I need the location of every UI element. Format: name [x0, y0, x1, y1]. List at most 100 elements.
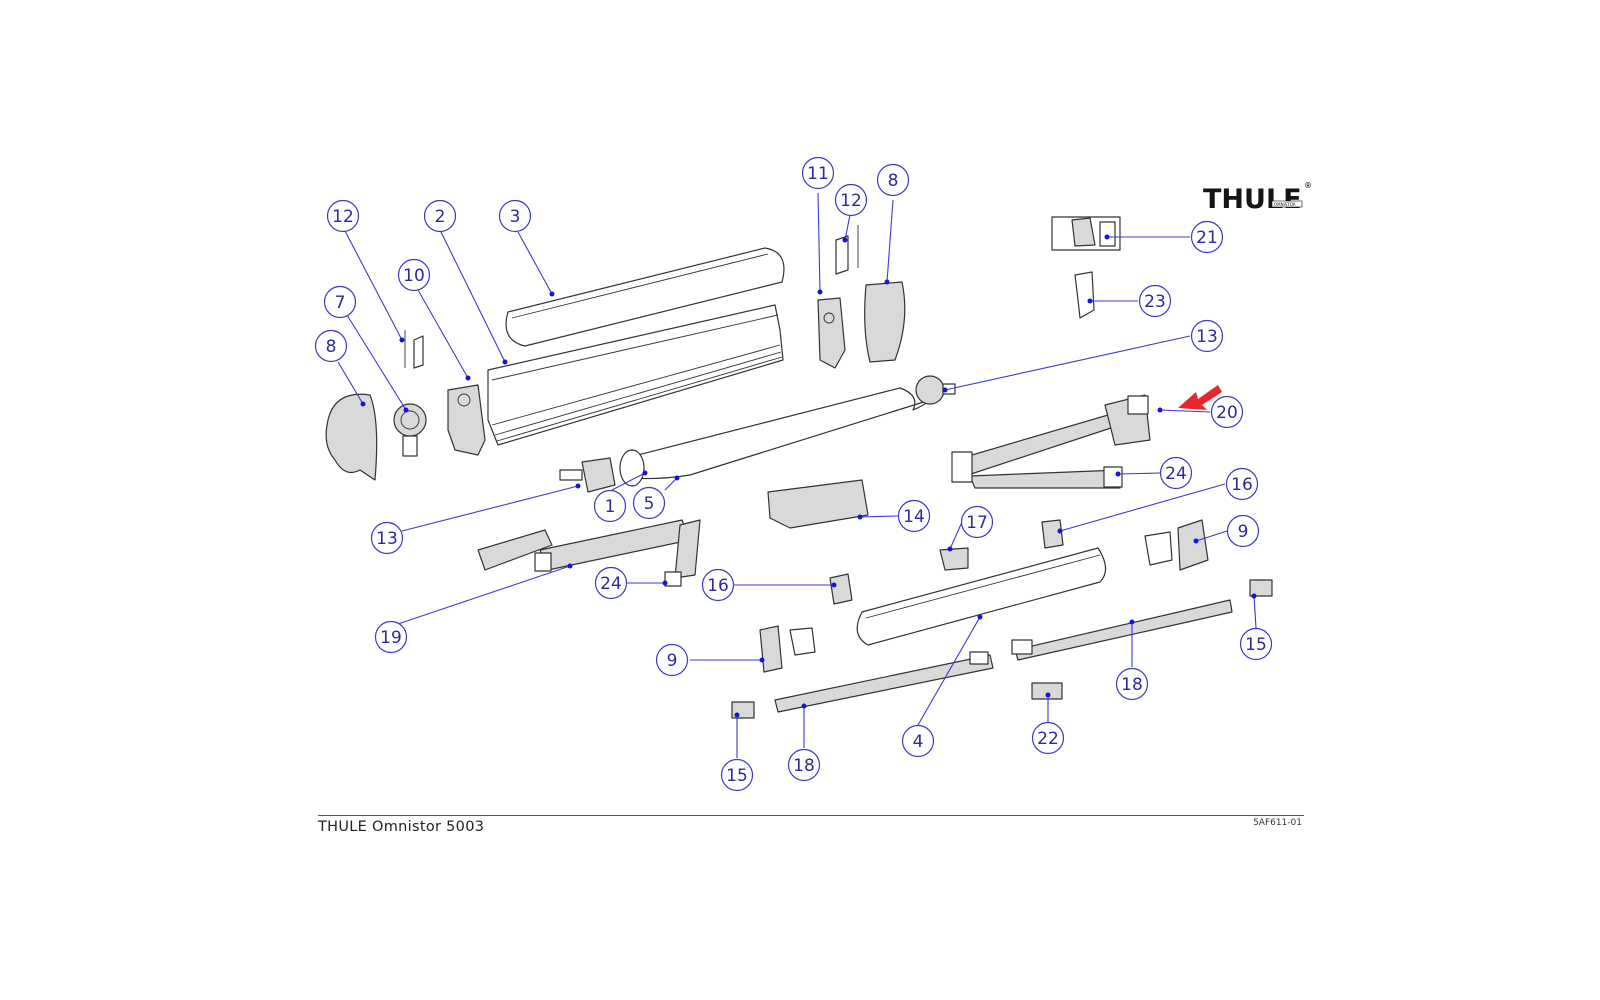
footer-divider — [318, 815, 1304, 816]
callout-24-right: 24 — [1159, 456, 1193, 490]
svg-text:12: 12 — [840, 191, 862, 211]
part-mounting-set — [1051, 216, 1121, 251]
part-cover-profile — [505, 247, 785, 347]
svg-text:8: 8 — [326, 337, 337, 357]
callout-8-right: 8 — [876, 163, 910, 197]
part-bar-end-right — [1144, 519, 1209, 571]
svg-text:9: 9 — [667, 651, 678, 671]
svg-text:9: 9 — [1238, 522, 1249, 542]
svg-text:14: 14 — [903, 507, 925, 527]
part-fabric-roller — [619, 387, 931, 487]
svg-text:15: 15 — [726, 766, 748, 786]
svg-text:16: 16 — [1231, 475, 1253, 495]
part-bar-end-left — [759, 625, 816, 673]
svg-text:18: 18 — [793, 756, 815, 776]
svg-text:7: 7 — [335, 293, 346, 313]
callout-5: 5 — [632, 486, 666, 520]
svg-text:15: 15 — [1245, 635, 1267, 655]
part-support-leg-right — [1011, 599, 1233, 661]
diagram-title: THULE Omnistor 5003 — [318, 819, 485, 835]
svg-text:24: 24 — [600, 574, 622, 594]
brand-logo: THULE ® OMNISTOR — [1203, 181, 1312, 215]
part-foot-right — [1249, 579, 1273, 597]
part-arm-left — [477, 519, 701, 587]
callout-22: 22 — [1031, 721, 1065, 755]
brand-tagline: OMNISTOR — [1274, 202, 1296, 207]
callout-15-right: 15 — [1239, 627, 1273, 661]
svg-text:3: 3 — [510, 207, 521, 227]
part-gear — [393, 403, 427, 457]
svg-text:12: 12 — [332, 207, 354, 227]
highlight-arrow — [1178, 385, 1222, 410]
callout-15-left: 15 — [720, 758, 754, 792]
part-arm-joint-left — [829, 573, 853, 605]
part-support-leg-left — [774, 651, 994, 713]
leader-lines — [337, 192, 1257, 758]
svg-text:20: 20 — [1216, 403, 1238, 423]
callout-18-left: 18 — [787, 748, 821, 782]
part-spring-left — [404, 330, 424, 369]
callout-13-right: 13 — [1190, 319, 1224, 353]
svg-text:24: 24 — [1165, 464, 1187, 484]
part-drive-right — [915, 375, 956, 405]
part-drive-left — [559, 457, 616, 493]
part-floor-bracket — [1031, 682, 1063, 700]
svg-text:1: 1 — [605, 497, 616, 517]
svg-text:13: 13 — [376, 529, 398, 549]
part-arm-joint-right — [1041, 519, 1064, 549]
svg-text:22: 22 — [1037, 729, 1059, 749]
part-front-bar — [856, 547, 1107, 646]
callout-24-left: 24 — [594, 566, 628, 600]
callout-16-left: 16 — [701, 568, 735, 602]
svg-text:10: 10 — [403, 266, 425, 286]
callout-13-left: 13 — [370, 521, 404, 555]
part-wall-bracket — [1074, 271, 1095, 319]
part-end-cap-left — [325, 393, 378, 481]
part-end-bracket-right — [817, 297, 846, 369]
callout-2: 2 — [423, 199, 457, 233]
callout-20: 20 — [1210, 395, 1244, 429]
svg-text:5: 5 — [644, 494, 655, 514]
part-arm-right — [951, 394, 1151, 489]
callout-1: 1 — [593, 489, 627, 523]
callout-3: 3 — [498, 199, 532, 233]
callout-17: 17 — [960, 505, 994, 539]
callouts: 12 2 3 10 7 8 11 12 8 21 23 13 20 24 16 … — [314, 156, 1273, 792]
callout-4: 4 — [901, 724, 935, 758]
brand-name: THULE — [1203, 184, 1302, 215]
part-end-cap-right — [864, 281, 906, 363]
callout-11: 11 — [801, 156, 835, 190]
callout-21: 21 — [1190, 220, 1224, 254]
svg-text:13: 13 — [1196, 327, 1218, 347]
part-spring-right — [835, 225, 859, 275]
part-cassette-profile — [487, 304, 784, 446]
svg-text:23: 23 — [1144, 292, 1166, 312]
part-end-bracket-left — [447, 384, 486, 456]
registered-mark: ® — [1304, 181, 1312, 190]
svg-text:17: 17 — [966, 513, 988, 533]
callout-12: 12 — [326, 199, 360, 233]
diagram-code: 5AF611-01 — [1253, 818, 1302, 828]
callout-14: 14 — [897, 499, 931, 533]
part-center-bracket — [767, 479, 869, 529]
svg-text:16: 16 — [707, 576, 729, 596]
svg-text:18: 18 — [1121, 675, 1143, 695]
svg-text:21: 21 — [1196, 228, 1218, 248]
callout-12-right: 12 — [834, 183, 868, 217]
callout-23: 23 — [1138, 284, 1172, 318]
svg-text:4: 4 — [913, 732, 924, 752]
callout-8: 8 — [314, 329, 348, 363]
callout-19: 19 — [374, 620, 408, 654]
svg-text:8: 8 — [888, 171, 899, 191]
svg-text:11: 11 — [807, 164, 829, 184]
callout-16-right: 16 — [1225, 467, 1259, 501]
svg-text:2: 2 — [435, 207, 446, 227]
svg-text:19: 19 — [380, 628, 402, 648]
callout-7: 7 — [323, 285, 357, 319]
callout-9-right: 9 — [1226, 514, 1260, 548]
callout-18-right: 18 — [1115, 667, 1149, 701]
part-clip — [939, 547, 969, 571]
callout-10: 10 — [397, 258, 431, 292]
callout-9-left: 9 — [655, 643, 689, 677]
